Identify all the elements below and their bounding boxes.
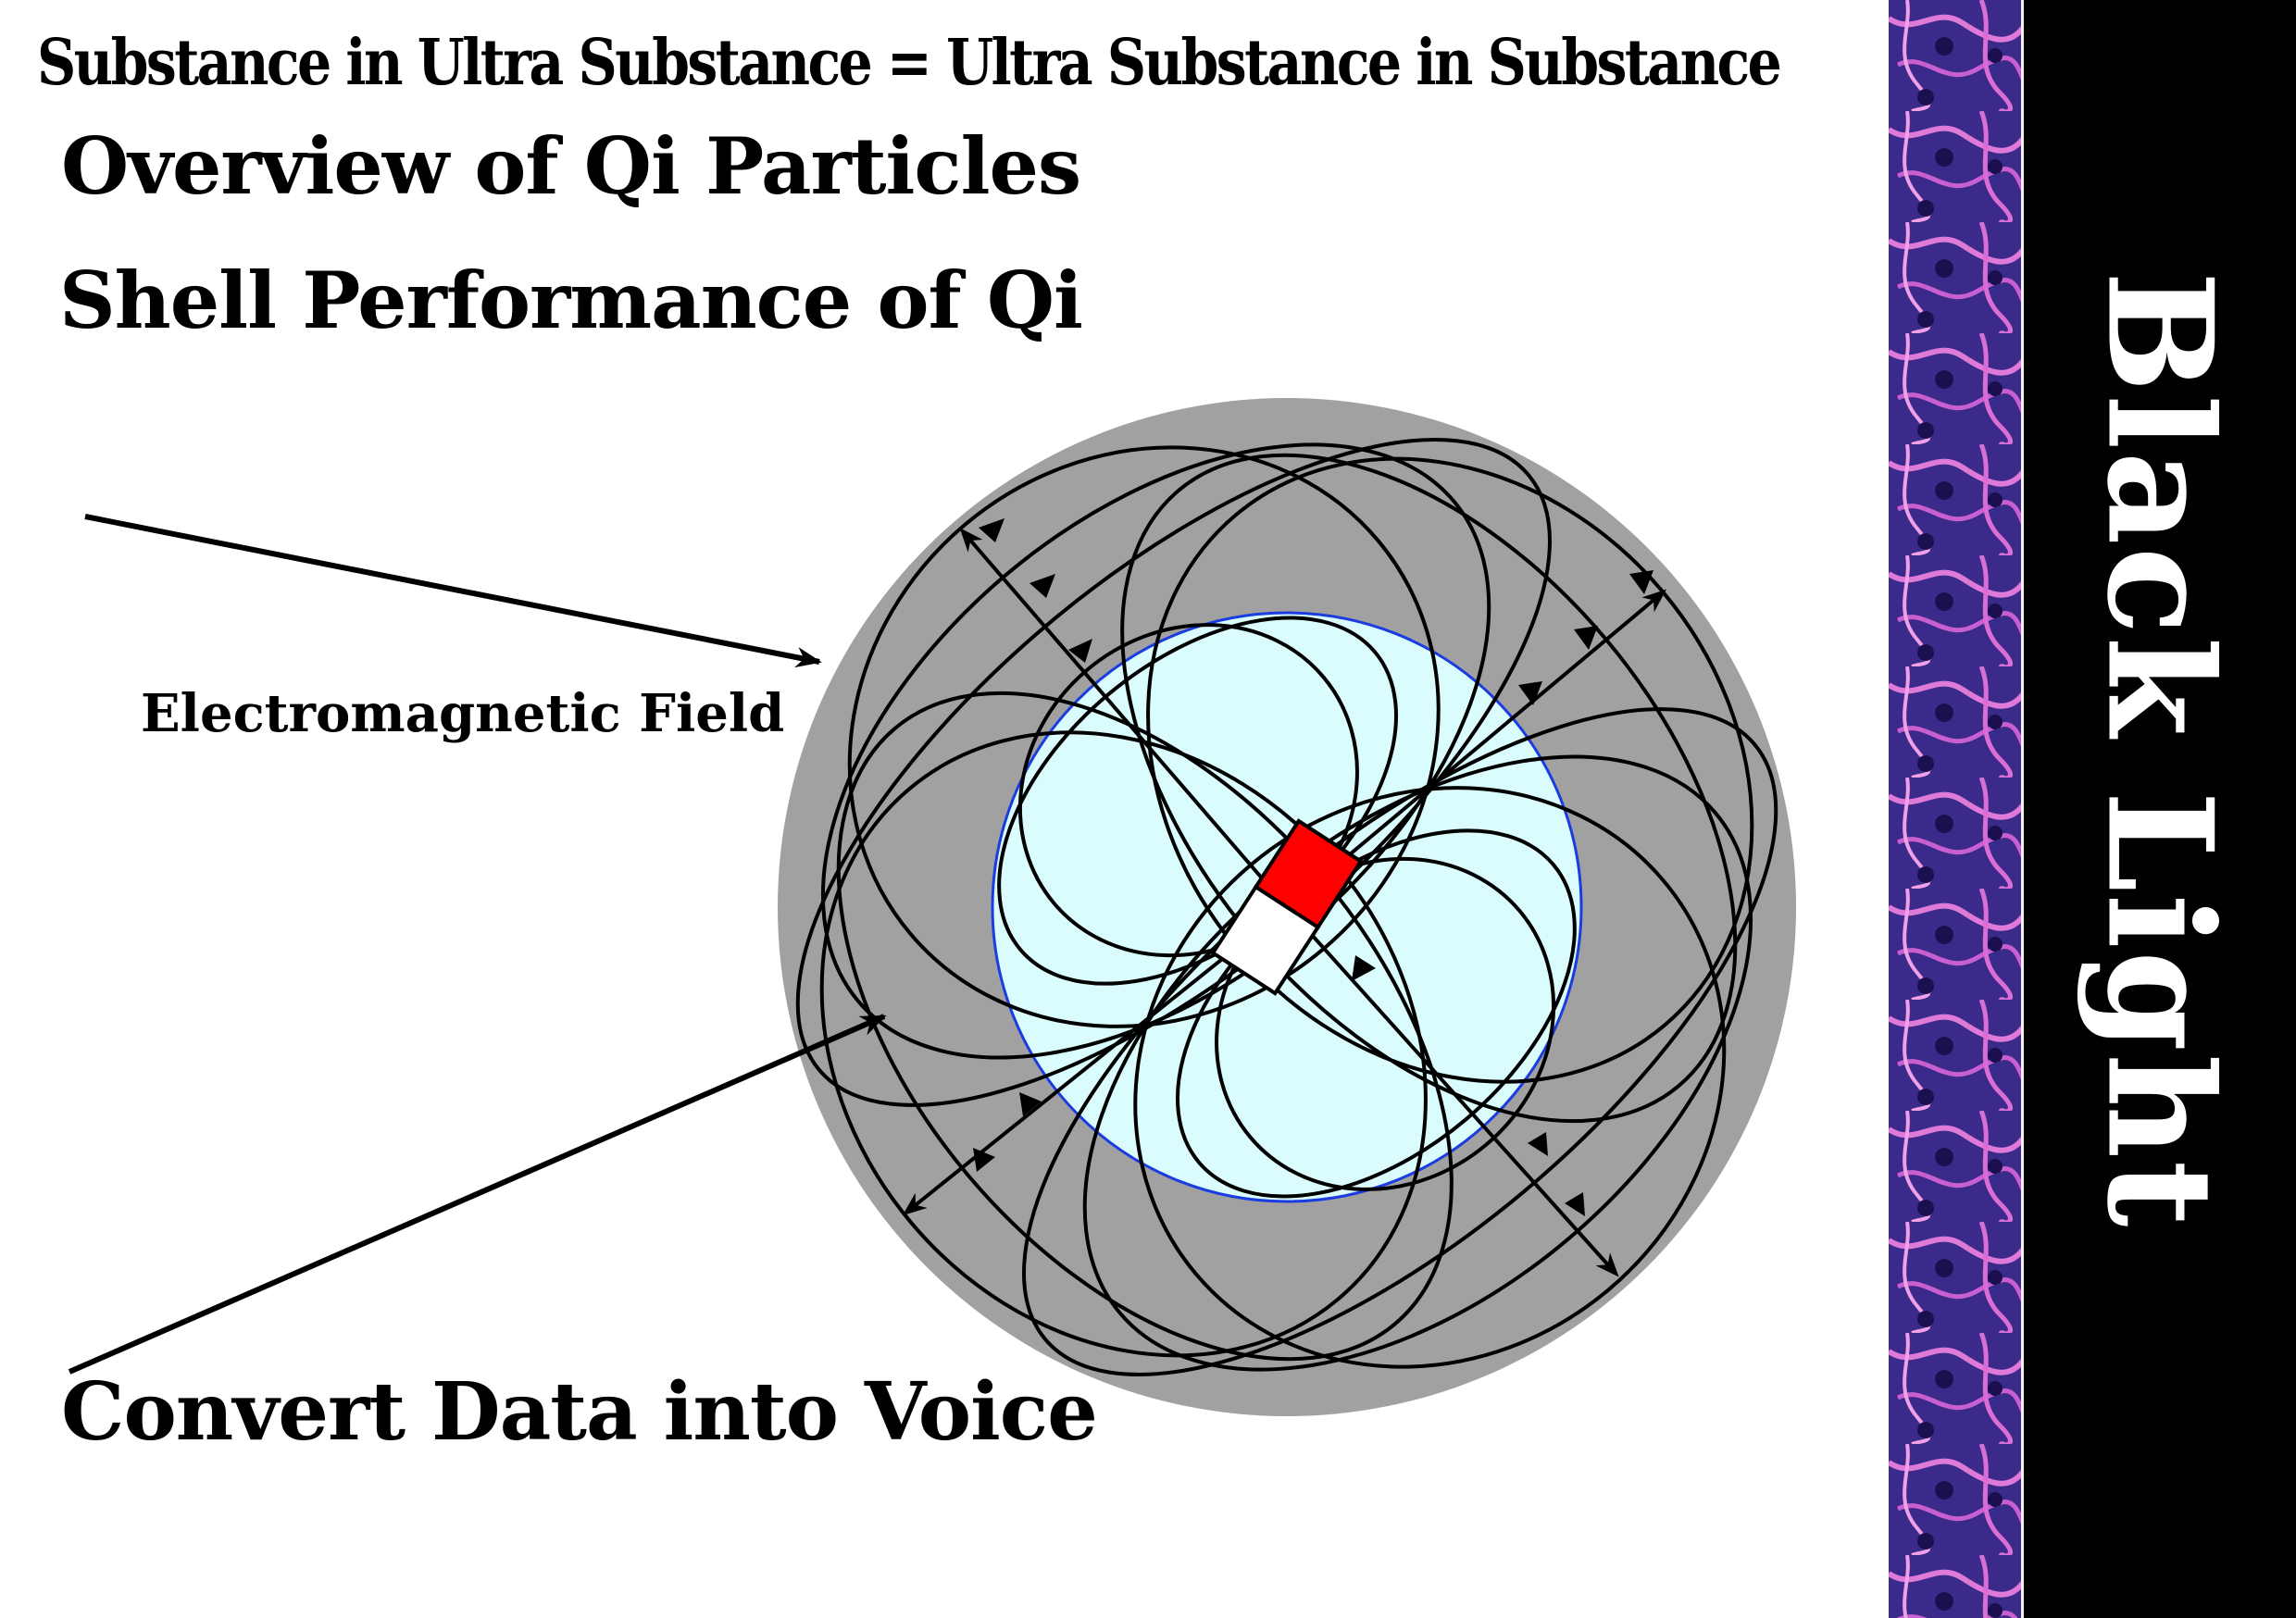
heading-shell-performance: Shell Performance of Qi xyxy=(59,255,1083,346)
heading-overview: Overview of Qi Particles xyxy=(61,120,1081,212)
brand-panel: Black Light xyxy=(2024,0,2296,1618)
pointer-electromagnetic-field xyxy=(84,514,822,668)
pointer-convert-data xyxy=(68,1014,887,1375)
heading-convert-data: Convert Data into Voice xyxy=(61,1365,1098,1459)
electromagnetic-field-label: Electromagnetic Field xyxy=(141,683,785,744)
header-title: Substance in Ultra Substance = Ultra Sub… xyxy=(37,26,1782,100)
qi-particle-diagram xyxy=(68,398,1796,1416)
magnet xyxy=(1210,818,1364,996)
brand-title: Black Light xyxy=(2075,270,2245,1229)
field-line-arrowheads xyxy=(973,518,1653,1216)
nebula-texture-strip xyxy=(1889,0,2023,1618)
side-divider xyxy=(2021,0,2024,1618)
magnet-south-pole xyxy=(1210,884,1321,996)
